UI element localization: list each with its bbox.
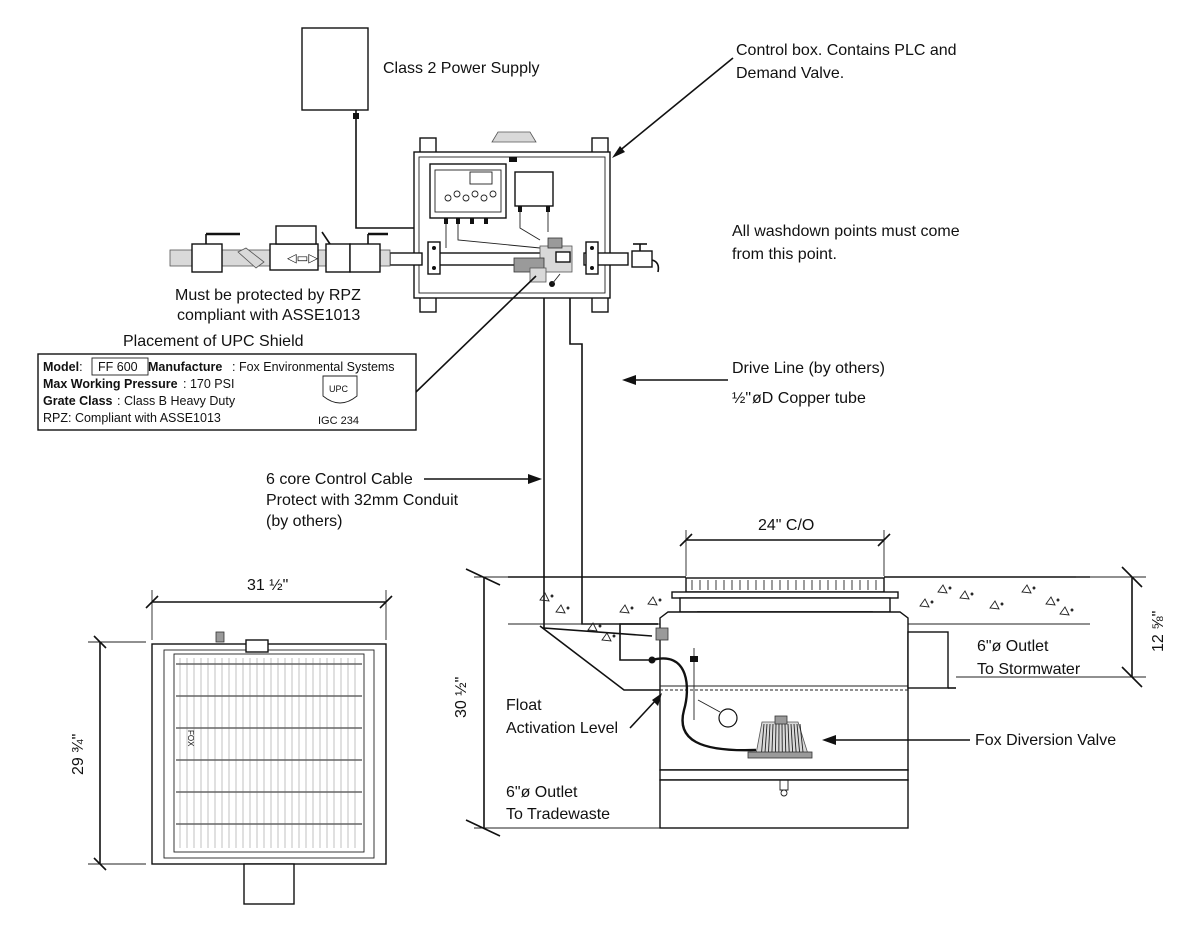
- control-cable-label-3: (by others): [266, 513, 342, 530]
- control-box: [389, 131, 660, 313]
- diversion-valve-label: Fox Diversion Valve: [975, 732, 1116, 749]
- washdown-label-2: from this point.: [732, 246, 837, 263]
- grate-brand: FOX: [186, 730, 195, 747]
- grate-plan-view: FOX: [88, 590, 393, 905]
- dim-outlet-depth-label: 12 ⅝": [1150, 611, 1167, 652]
- float-label-1: Float: [506, 697, 542, 714]
- upc-shield-plate: Model: FF 600 Manufacture : Fox Environm…: [37, 353, 417, 431]
- outlet-trade-label-1: 6"ø Outlet: [506, 784, 578, 801]
- drive-line-label-2-prefix: ½": [732, 390, 751, 407]
- svg-text:◁▭▷: ◁▭▷: [287, 251, 318, 265]
- outlet-storm-label-1: 6"ø Outlet: [977, 638, 1049, 655]
- shield-model-value: FF 600: [98, 360, 138, 374]
- control-cable-line: [543, 298, 653, 637]
- dim-height-label: 29 ¾": [70, 734, 87, 775]
- shield-manufacture-value: : Fox Environmental Systems: [232, 360, 395, 374]
- dim-width-label: 31 ½": [247, 577, 288, 594]
- shield-manufacture-label: Manufacture: [148, 360, 222, 374]
- shield-model: Model:: [43, 360, 83, 374]
- power-supply-label: Class 2 Power Supply: [383, 60, 540, 77]
- shield-pressure-label: Max Working Pressure: [43, 377, 178, 391]
- section-view: [465, 530, 1146, 837]
- control-box-label-2: Demand Valve.: [736, 65, 844, 82]
- control-cable-label-1: 6 core Control Cable: [266, 471, 413, 488]
- outlet-storm-label-2: To Stormwater: [977, 661, 1081, 678]
- rpz-label-2: compliant with ASSE1013: [177, 307, 360, 324]
- outlet-trade-label-2: To Tradewaste: [506, 806, 610, 823]
- dim-depth-label: 30 ½": [453, 677, 470, 718]
- drive-line-upper: [569, 298, 658, 625]
- float-label-2: Activation Level: [506, 720, 618, 737]
- upc-logo-icon: [322, 375, 358, 404]
- dim-co-label: 24" C/O: [758, 517, 814, 534]
- shield-leader: [415, 275, 537, 393]
- power-supply: [301, 27, 420, 229]
- drive-line-label-2: øD Copper tube: [752, 390, 866, 407]
- drive-line-label-1: Drive Line (by others): [732, 360, 885, 377]
- shield-rpz-line: RPZ: Compliant with ASSE1013: [43, 411, 221, 425]
- shield-grate-label: Grate Class: [43, 394, 113, 408]
- rpz-label-1: Must be protected by RPZ: [175, 287, 361, 304]
- upc-mark: UPC: [329, 384, 349, 394]
- float-leader: [629, 699, 657, 729]
- control-box-leader: [617, 57, 734, 153]
- shield-igc: IGC 234: [318, 415, 359, 427]
- control-cable-label-2: Protect with 32mm Conduit: [266, 492, 459, 509]
- shield-pressure-value: : 170 PSI: [183, 377, 234, 391]
- control-box-label-1: Control box. Contains PLC and: [736, 42, 957, 59]
- rpz-assembly: ◁▭▷: [169, 225, 391, 273]
- drive-line-lower: [619, 623, 658, 661]
- shield-grate-value: : Class B Heavy Duty: [117, 394, 236, 408]
- upc-shield-label: Placement of UPC Shield: [123, 333, 304, 350]
- washdown-label-1: All washdown points must come: [732, 223, 960, 240]
